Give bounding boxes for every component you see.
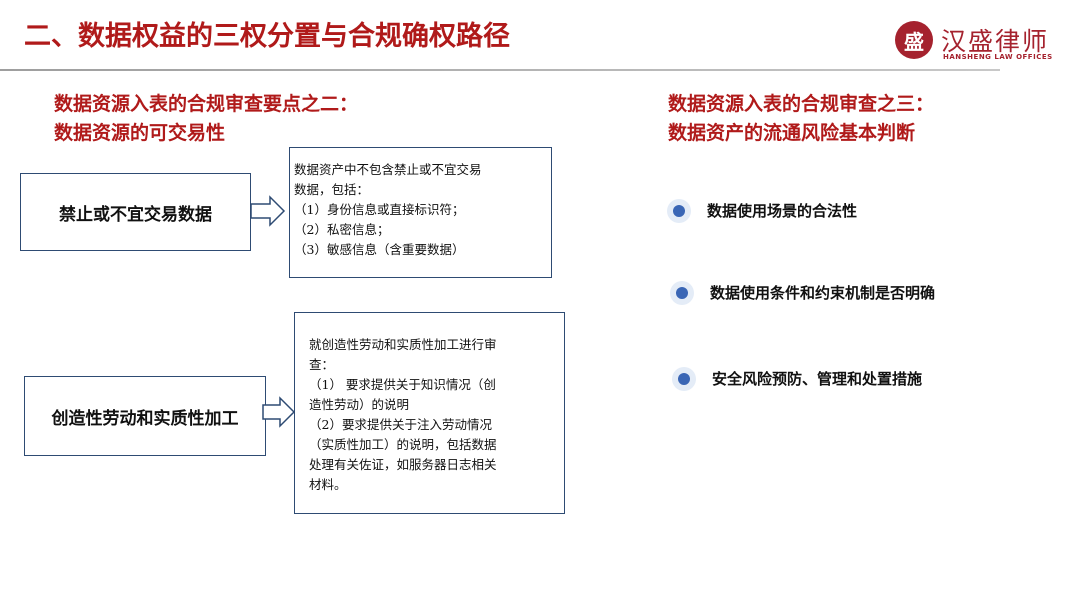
detail-line: （1）身份信息或直接标识符； xyxy=(294,202,465,217)
bullet-dot-icon xyxy=(676,286,688,299)
detail-line: 材料。 xyxy=(309,477,347,492)
detail-line: 就创造性劳动和实质性加工进行审 xyxy=(309,337,497,352)
prohibited-data-detail-box: 数据资产中不包含禁止或不宜交易 数据，包括： （1）身份信息或直接标识符； （2… xyxy=(289,147,552,278)
detail-line: （2）私密信息； xyxy=(294,222,390,237)
creative-labor-label: 创造性劳动和实质性加工 xyxy=(51,408,239,429)
detail-line: 数据资产中不包含禁止或不宜交易 xyxy=(294,162,482,177)
detail-line: （3）敏感信息（含重要数据） xyxy=(294,242,465,257)
bullet-text: 数据使用场景的合法性 xyxy=(707,202,858,220)
title-divider xyxy=(0,69,1000,71)
right-heading-line-1: 数据资源入表的合规审查之三： xyxy=(668,93,935,115)
prohibited-data-label-box: 禁止或不宜交易数据 xyxy=(20,173,251,251)
logo-english-name: HANSHENG LAW OFFICES xyxy=(943,53,1053,61)
detail-line: （2）要求提供关于注入劳动情况 xyxy=(309,417,492,432)
bullet-dot-icon xyxy=(678,372,690,385)
left-section-heading: 数据资源入表的合规审查要点之二： 数据资源的可交易性 xyxy=(54,90,358,148)
page-title: 二、数据权益的三权分置与合规确权路径 xyxy=(24,21,510,52)
detail-line: 数据，包括： xyxy=(294,182,370,197)
logo-seal-icon: 盛 xyxy=(895,21,933,59)
bullet-dot-icon xyxy=(673,204,685,217)
logo-name: 汉盛律师 xyxy=(941,27,1050,56)
right-section-heading: 数据资源入表的合规审查之三： 数据资产的流通风险基本判断 xyxy=(668,90,934,148)
detail-line: （实质性加工）的说明，包括数据 xyxy=(309,437,497,452)
right-arrow-icon xyxy=(262,396,296,428)
bullet-item: 数据使用条件和约束机制是否明确 xyxy=(676,282,935,303)
bullet-item: 安全风险预防、管理和处置措施 xyxy=(678,368,922,389)
bullet-text: 安全风险预防、管理和处置措施 xyxy=(712,370,923,388)
creative-labor-detail-box: 就创造性劳动和实质性加工进行审 查： （1） 要求提供关于知识情况（创 造性劳动… xyxy=(294,312,565,514)
detail-line: 查： xyxy=(309,357,335,372)
bullet-text: 数据使用条件和约束机制是否明确 xyxy=(710,284,936,302)
detail-line: 造性劳动）的说明 xyxy=(309,397,410,412)
right-heading-line-2: 数据资产的流通风险基本判断 xyxy=(668,122,916,144)
prohibited-data-label: 禁止或不宜交易数据 xyxy=(59,204,212,225)
detail-line: （1） 要求提供关于知识情况（创 xyxy=(309,377,496,392)
detail-line: 处理有关佐证，如服务器日志相关 xyxy=(309,457,497,472)
firm-logo: 盛 汉盛律师 HANSHENG LAW OFFICES xyxy=(895,20,1065,66)
creative-labor-label-box: 创造性劳动和实质性加工 xyxy=(24,376,266,456)
left-heading-line-2: 数据资源的可交易性 xyxy=(54,122,226,144)
left-heading-line-1: 数据资源入表的合规审查要点之二： xyxy=(54,93,359,115)
bullet-item: 数据使用场景的合法性 xyxy=(673,200,857,221)
right-arrow-icon xyxy=(250,195,286,227)
